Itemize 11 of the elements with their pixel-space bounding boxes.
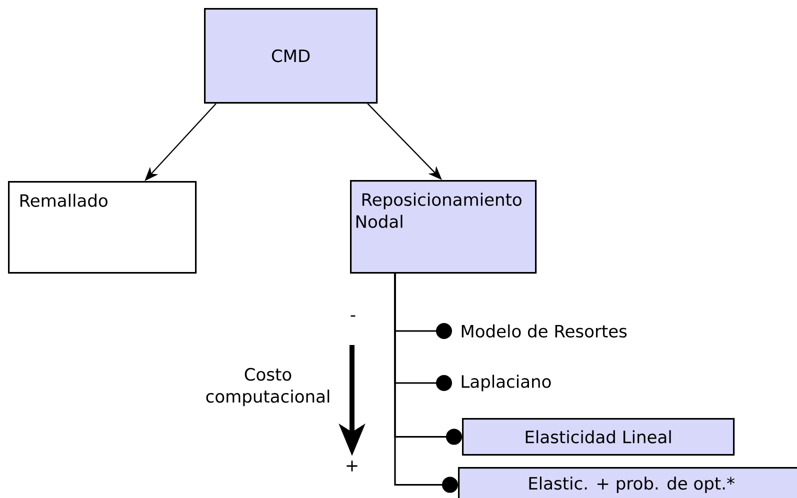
- sign-label: +: [346, 460, 358, 472]
- process-box: CMD: [204, 8, 378, 104]
- method-label: Modelo de Resortes: [462, 324, 627, 338]
- method-box: Elastic. + prob. de opt.*: [458, 467, 797, 498]
- process-box: Remallado: [8, 181, 197, 274]
- process-box: Reposicionamiento Nodal: [350, 180, 537, 274]
- axis-label: Costo computacional: [206, 368, 330, 406]
- method-box: Elasticidad Lineal: [462, 418, 735, 456]
- sign-label: -: [350, 315, 356, 317]
- method-label: Laplaciano: [462, 374, 551, 392]
- connector: [394, 274, 458, 493]
